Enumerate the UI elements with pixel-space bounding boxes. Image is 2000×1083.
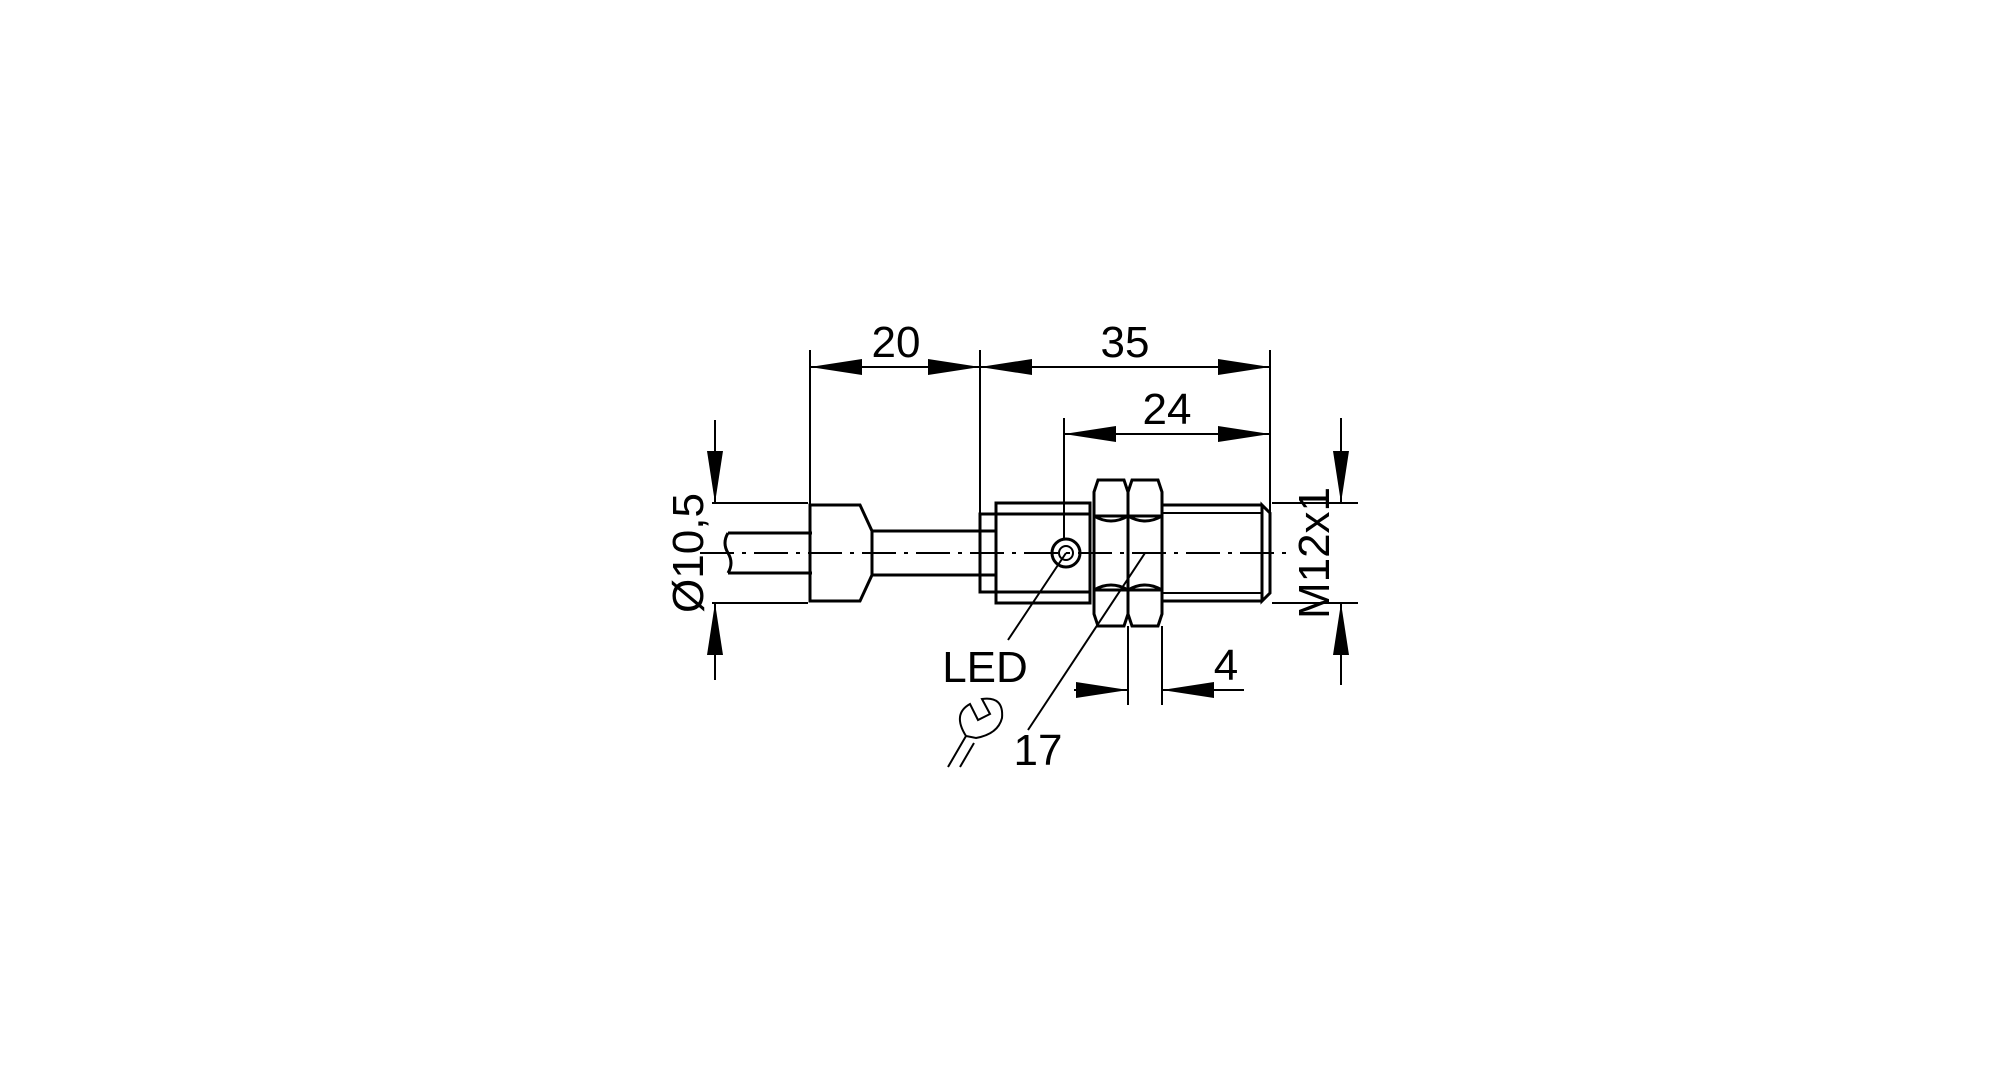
threaded-body — [1162, 501, 1272, 605]
cable-sleeve — [872, 529, 980, 577]
led-callout: LED — [942, 552, 1067, 692]
dimension-cable-diameter: Ø10,5 — [664, 420, 723, 680]
dimension-24-label: 24 — [1143, 385, 1192, 434]
dimension-thread-label: M12x1 — [1290, 487, 1339, 619]
dimension-body-length: 35 — [980, 318, 1270, 375]
wrench-icon — [947, 697, 1004, 768]
dimension-thread-size: M12x1 — [1290, 418, 1349, 685]
dimension-35-label: 35 — [1101, 318, 1150, 367]
sensor-housing — [978, 501, 1092, 605]
dimension-diameter-label: Ø10,5 — [664, 493, 713, 613]
wrench-size-label: 17 — [1014, 726, 1063, 775]
cable-stub — [723, 531, 812, 575]
dimension-4-label: 4 — [1214, 641, 1238, 690]
led-window — [1050, 537, 1082, 569]
dimension-thread-length: 24 — [1064, 385, 1270, 442]
extension-lines — [712, 350, 1358, 705]
hex-nut-pair — [1092, 478, 1164, 628]
led-label: LED — [942, 643, 1028, 692]
dimension-cable-length: 20 — [810, 318, 980, 375]
dimension-tip-length: 4 — [1074, 641, 1244, 698]
wrench-size-callout: 17 — [947, 552, 1146, 775]
dimension-20-label: 20 — [872, 318, 921, 367]
